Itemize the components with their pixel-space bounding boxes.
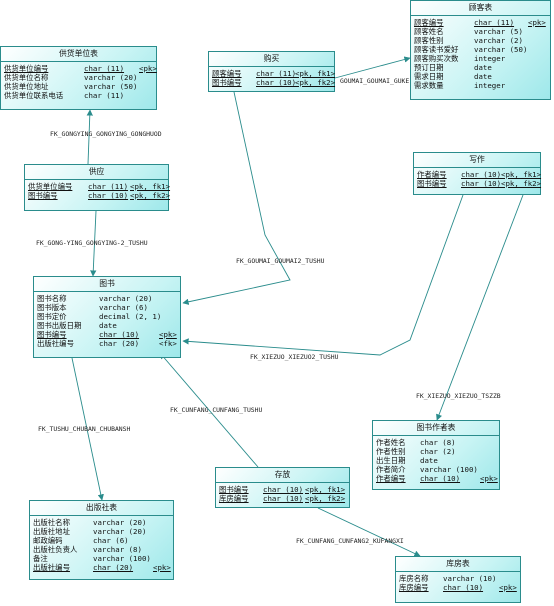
rel-label-goumai-guke: GOUMAI_GOUMAI_GUKE — [340, 77, 410, 85]
rel-label-tushu-chubanshe: FK_TUSHU_CHUBAN_CHUBANSH — [38, 425, 131, 433]
entity-title: 写作 — [414, 153, 540, 168]
rel-line-xiezuo-zuozhe — [436, 194, 524, 421]
rel-line-goumai-guke — [334, 56, 411, 79]
entity-title: 供货单位表 — [1, 47, 156, 62]
entity-title: 供应 — [25, 165, 168, 180]
rel-line-cunfang-tushu — [159, 352, 259, 468]
entity-title: 库房表 — [396, 557, 520, 572]
entity-title: 图书作者表 — [373, 421, 499, 436]
rel-line-gongying-gonghuo — [86, 109, 93, 165]
rel-line-goumai-tushu — [182, 91, 291, 305]
rel-line-cunfang-kufang — [317, 507, 421, 557]
rel-label-gongying-tushu: FK_GONG-YING_GONGYING-2_TUSHU — [36, 239, 148, 247]
rel-label-cunfang-tushu: FK_CUNFANG_CUNFANG_TUSHU — [170, 406, 263, 414]
rel-label-goumai-tushu: FK_GOUMAI_GOUMAI2_TUSHU — [236, 257, 325, 265]
rel-line-gongying-tushu — [90, 210, 97, 277]
rel-line-xiezuo-tushu — [182, 194, 464, 356]
rel-label-gongying-gonghuo: FK_GONGYING_GONGYING_GONGHUOD — [50, 130, 162, 138]
entity-title: 出版社表 — [30, 501, 173, 516]
entity-title: 存放 — [216, 468, 349, 483]
entity-title: 购买 — [209, 52, 334, 67]
entity-title: 顾客表 — [411, 1, 550, 16]
rel-line-tushu-chubanshe — [71, 357, 104, 501]
rel-label-xiezuo-zuozhe: FK_XIEZUO_XIEZUO_TSZZB — [416, 392, 501, 400]
rel-label-xiezuo-tushu: FK_XIEZUO_XIEZUO2_TUSHU — [250, 353, 339, 361]
rel-label-cunfang-kufang: FK_CUNFANG_CUNFANG2_KUFANGXI — [296, 537, 404, 545]
entity-title: 图书 — [34, 277, 180, 292]
